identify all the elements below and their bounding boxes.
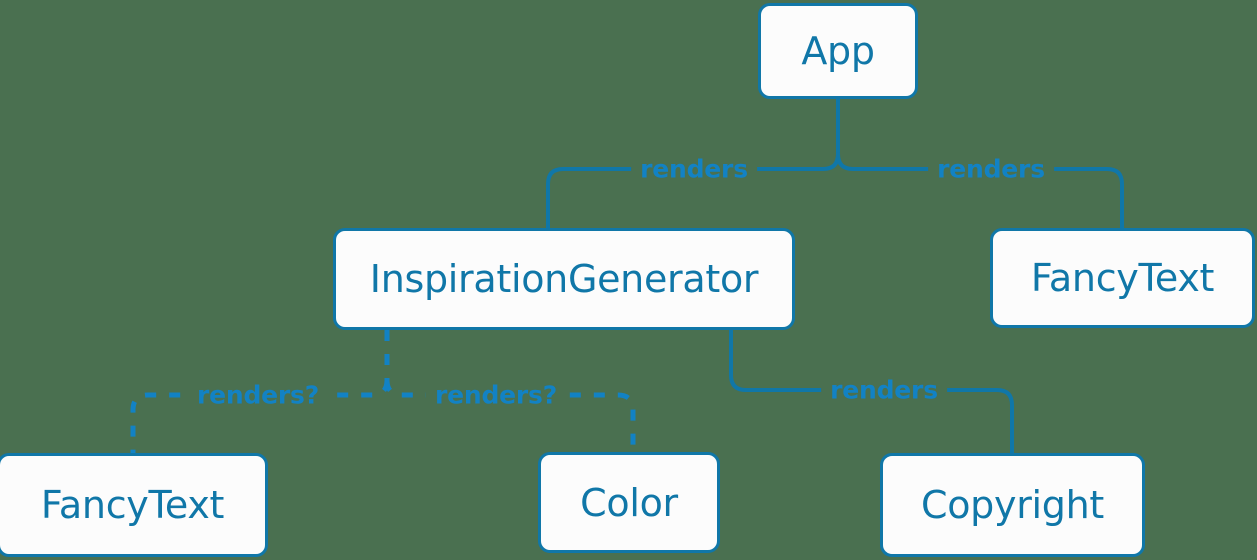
edge-label-inspiration-to-color: renders? bbox=[425, 380, 567, 410]
edge-inspiration-to-color bbox=[384, 379, 636, 452]
node-fancytext-bottom-label: FancyText bbox=[40, 483, 225, 527]
node-color-label: Color bbox=[580, 480, 678, 525]
node-app-label: App bbox=[801, 29, 875, 73]
node-color[interactable]: Color bbox=[538, 452, 720, 553]
node-fancytext-right-label: FancyText bbox=[1030, 256, 1215, 300]
edge-app-to-fancytext-right bbox=[836, 152, 1124, 230]
edge-label-inspiration-to-fancytext-bottom: renders? bbox=[187, 380, 329, 410]
edge-inspiration-to-fancytext-bottom bbox=[130, 379, 390, 453]
node-inspiration-generator-label: InspirationGenerator bbox=[369, 257, 759, 301]
node-fancytext-bottom[interactable]: FancyText bbox=[0, 453, 268, 557]
node-copyright[interactable]: Copyright bbox=[880, 453, 1145, 557]
node-app[interactable]: App bbox=[758, 3, 918, 99]
node-fancytext-right[interactable]: FancyText bbox=[990, 228, 1255, 328]
node-inspiration-generator[interactable]: InspirationGenerator bbox=[333, 228, 795, 330]
edge-label-app-to-fancytext-right: renders bbox=[928, 154, 1054, 184]
edge-label-inspiration-to-copyright: renders bbox=[821, 375, 947, 405]
node-copyright-label: Copyright bbox=[921, 483, 1104, 527]
edge-app-to-inspiration-generator bbox=[546, 152, 840, 230]
edge-label-app-to-inspiration-generator: renders bbox=[631, 154, 757, 184]
